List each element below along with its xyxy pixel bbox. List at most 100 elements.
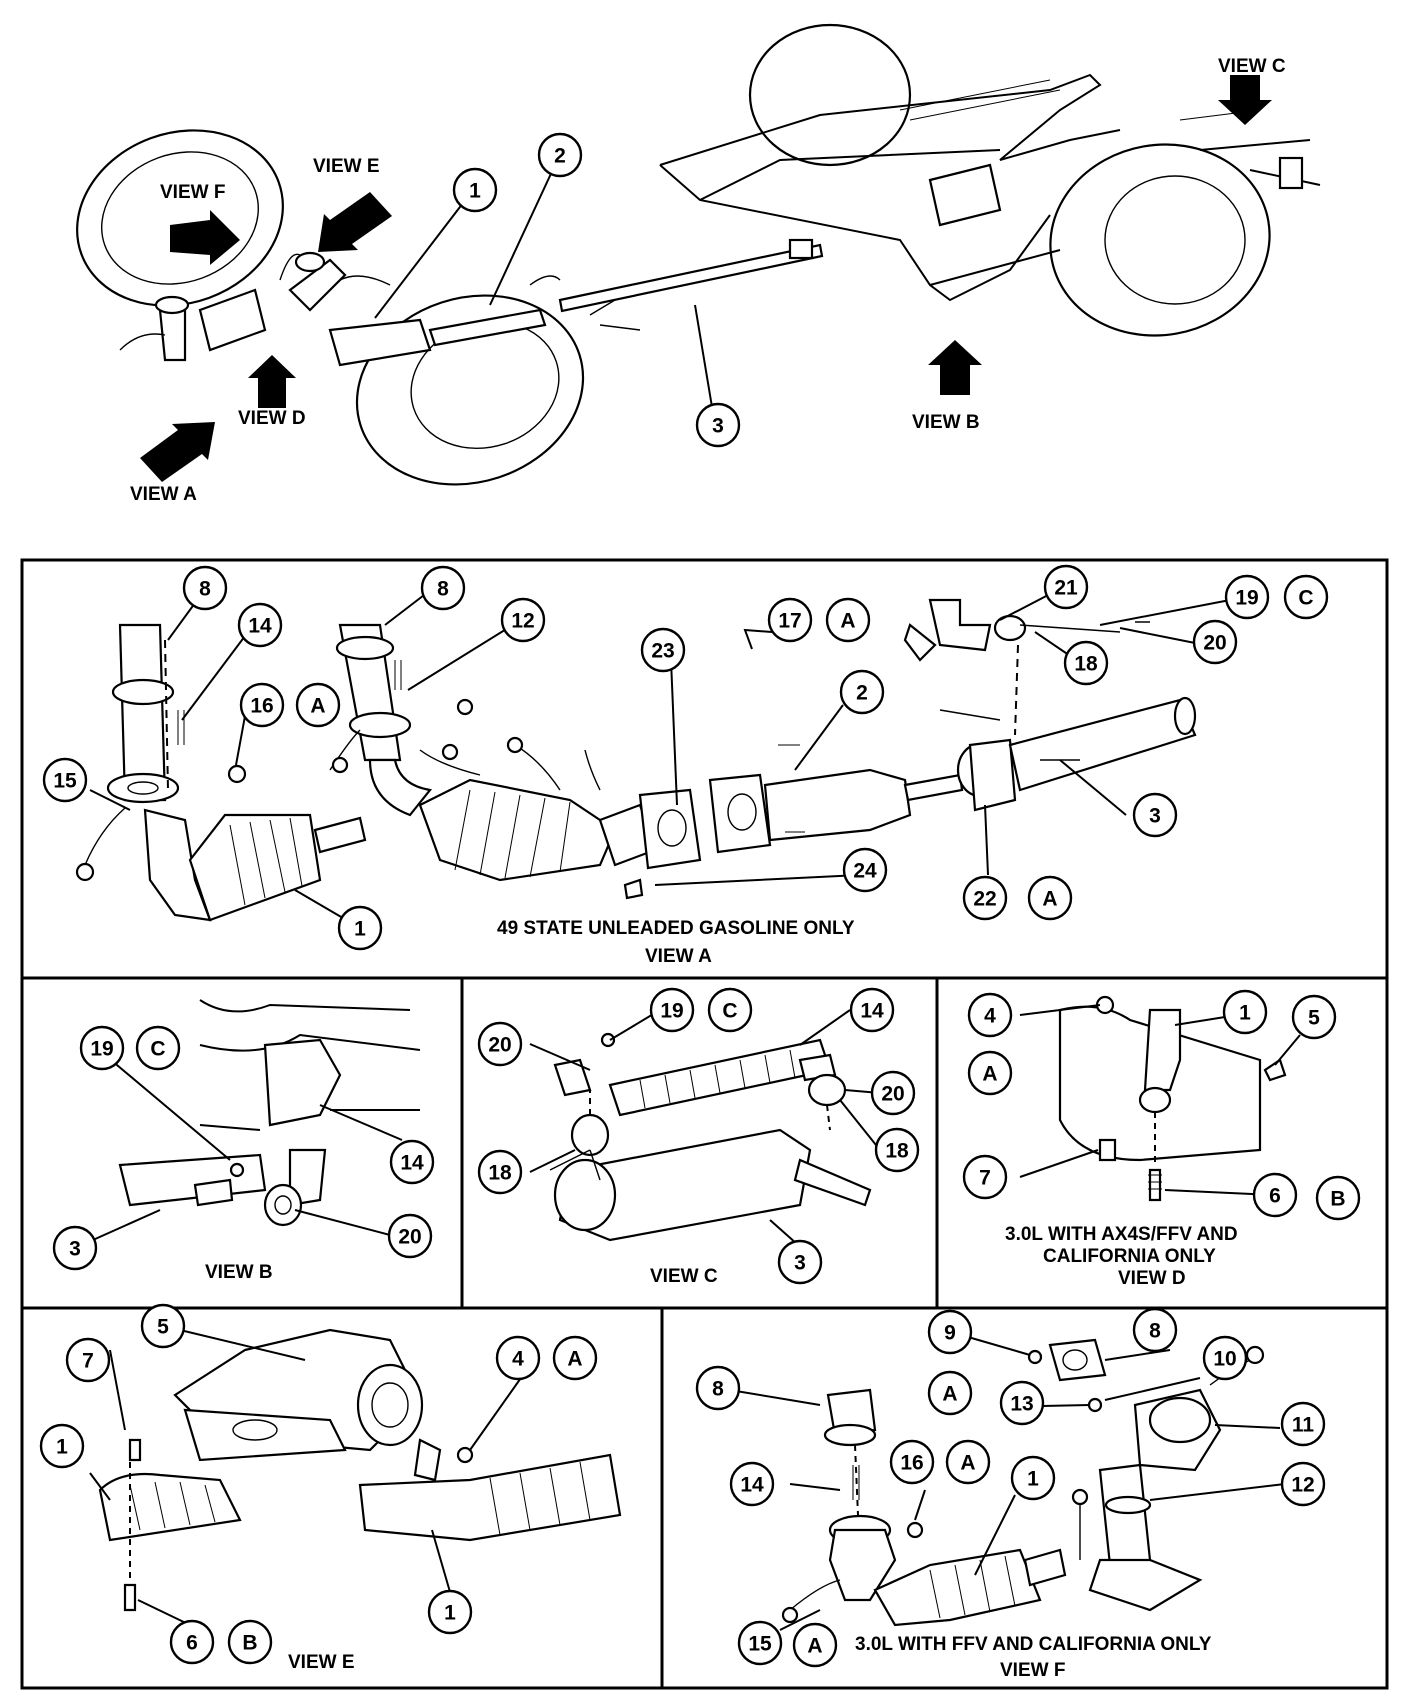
callout-7: 7 <box>962 1154 1008 1200</box>
view-b-callouts: 19 C 14 3 20 <box>52 1025 435 1271</box>
callout-A: A <box>552 1335 598 1381</box>
view-direction-arrow-icon <box>318 192 392 252</box>
view-f-callouts: 9 8 10 8 A 13 11 14 16 A 1 12 15 A <box>695 1307 1326 1668</box>
view-a-drawing <box>75 591 1231 929</box>
svg-text:14: 14 <box>248 615 272 638</box>
svg-text:20: 20 <box>881 1083 904 1106</box>
callout-9: 9 <box>927 1309 973 1355</box>
callout-16: 16 <box>239 682 285 728</box>
callout-1: 1 <box>1222 989 1268 1035</box>
panel-view-f <box>660 1306 1389 1690</box>
svg-text:6: 6 <box>1269 1185 1281 1208</box>
callout-1: 1 <box>39 1423 85 1469</box>
svg-text:9: 9 <box>944 1322 956 1345</box>
svg-text:1: 1 <box>56 1436 68 1459</box>
callout-19: 19 <box>1224 574 1270 620</box>
view-b-label: VIEW B <box>912 412 980 433</box>
view-e-label: VIEW E <box>313 156 380 177</box>
view-c-label: VIEW C <box>1218 56 1286 77</box>
svg-text:A: A <box>1042 888 1057 911</box>
callout-A: A <box>825 597 871 643</box>
callout-19: 19 <box>79 1025 125 1071</box>
view-b-drawing <box>74 999 421 1249</box>
svg-text:A: A <box>982 1063 997 1086</box>
svg-text:3: 3 <box>69 1238 81 1261</box>
view-d-drawing <box>1019 995 1301 1202</box>
svg-text:7: 7 <box>82 1350 94 1373</box>
callout-5: 5 <box>140 1303 186 1349</box>
insulator <box>1138 1086 1172 1114</box>
svg-text:4: 4 <box>512 1348 524 1371</box>
callout-B: B <box>1315 1175 1361 1221</box>
svg-text:18: 18 <box>1074 653 1098 676</box>
svg-text:2: 2 <box>554 145 566 168</box>
view-d-caption-line1: 3.0L WITH AX4S/FFV AND <box>1005 1224 1238 1245</box>
view-e-callouts: 7 5 4 A 1 1 6 B <box>39 1303 598 1665</box>
callout-19: 19 <box>649 987 695 1033</box>
catalytic-converter <box>873 1548 1042 1627</box>
tailpipe-section <box>1008 698 1197 792</box>
callout-20: 20 <box>870 1070 916 1116</box>
svg-text:14: 14 <box>740 1474 764 1497</box>
catalytic-converter-front <box>418 778 617 882</box>
view-direction-arrow-icon <box>248 355 296 408</box>
callout-overview-3: 3 <box>695 402 741 448</box>
callout-18: 18 <box>874 1127 920 1173</box>
view-a-label: VIEW A <box>130 484 197 505</box>
callout-20: 20 <box>387 1213 433 1259</box>
svg-text:A: A <box>840 610 855 633</box>
callout-1: 1 <box>1010 1455 1056 1501</box>
callout-C: C <box>1283 574 1329 620</box>
callout-18: 18 <box>1063 640 1109 686</box>
converter-front-overview <box>328 318 432 367</box>
svg-text:18: 18 <box>488 1162 512 1185</box>
svg-text:20: 20 <box>1203 632 1226 655</box>
svg-text:8: 8 <box>199 578 211 601</box>
view-a-caption-line1: 49 STATE UNLEADED GASOLINE ONLY <box>497 918 855 939</box>
svg-text:19: 19 <box>660 1000 683 1023</box>
callout-8: 8 <box>695 1365 741 1411</box>
svg-text:1: 1 <box>354 918 366 941</box>
svg-text:A: A <box>310 695 325 718</box>
vehicle-frame <box>659 73 1121 302</box>
svg-text:1: 1 <box>1239 1002 1251 1025</box>
svg-text:C: C <box>150 1038 165 1061</box>
svg-text:1: 1 <box>1027 1468 1039 1491</box>
svg-text:A: A <box>960 1452 975 1475</box>
catalytic-converter-rear <box>188 813 322 922</box>
svg-text:18: 18 <box>885 1140 909 1163</box>
callout-3: 3 <box>52 1225 98 1271</box>
view-direction-arrow-icon <box>928 340 982 395</box>
svg-text:16: 16 <box>250 695 273 718</box>
callout-11: 11 <box>1280 1401 1326 1447</box>
view-a-caption-line2: VIEW A <box>645 946 712 967</box>
svg-text:A: A <box>942 1383 957 1406</box>
panel-view-a <box>20 558 1389 980</box>
svg-text:10: 10 <box>1213 1348 1236 1371</box>
callout-1: 1 <box>337 905 383 951</box>
callout-10: 10 <box>1202 1335 1248 1381</box>
resonator-pipe <box>763 768 912 842</box>
view-direction-arrow-icon <box>140 422 215 482</box>
svg-text:A: A <box>567 1348 582 1371</box>
callout-A: A <box>945 1439 991 1485</box>
callout-20: 20 <box>1192 619 1238 665</box>
view-d-label: VIEW D <box>238 408 306 429</box>
callout-A: A <box>927 1370 973 1416</box>
view-d-callouts: 4 A 1 5 7 6 B <box>962 989 1361 1221</box>
svg-text:23: 23 <box>651 640 674 663</box>
view-direction-arrow-icon <box>170 210 240 265</box>
frame-crossmember <box>608 1038 832 1117</box>
callout-12: 12 <box>1280 1461 1326 1507</box>
callout-5: 5 <box>1291 994 1337 1040</box>
view-f-label: VIEW F <box>160 182 225 203</box>
callout-1: 1 <box>427 1589 473 1635</box>
view-d-caption-line2: CALIFORNIA ONLY <box>1043 1246 1216 1267</box>
view-f-drawing <box>729 1336 1286 1631</box>
svg-text:1: 1 <box>469 180 481 203</box>
svg-text:20: 20 <box>398 1226 421 1249</box>
callout-3: 3 <box>777 1239 823 1285</box>
svg-text:C: C <box>1298 587 1313 610</box>
view-f-caption-line1: 3.0L WITH FFV AND CALIFORNIA ONLY <box>855 1634 1212 1655</box>
callout-A: A <box>967 1050 1013 1096</box>
